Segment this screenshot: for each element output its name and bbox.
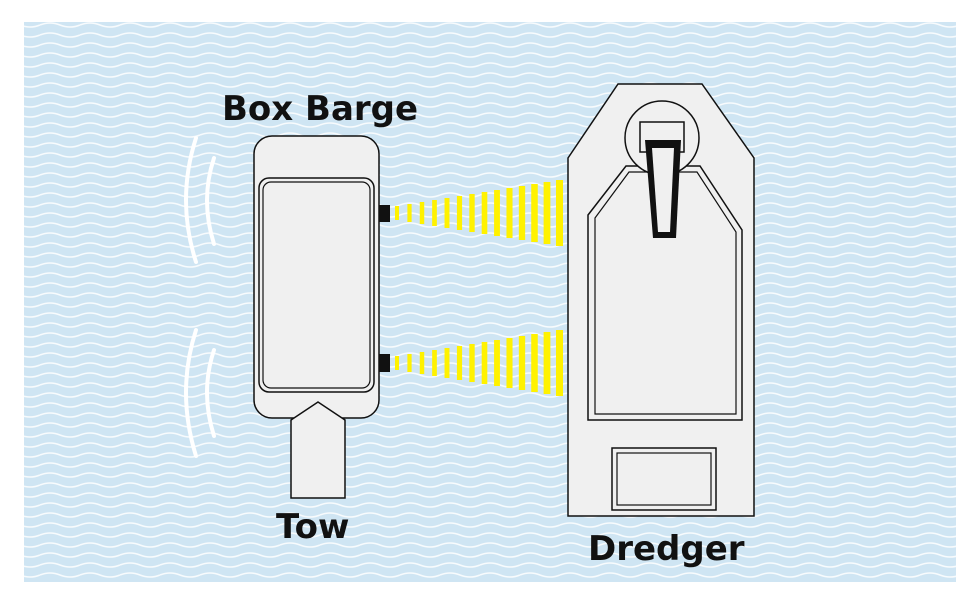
box-barge	[253, 135, 380, 421]
beam-dash	[543, 182, 551, 244]
beam-dash	[419, 352, 425, 374]
beam-dash	[407, 354, 412, 372]
beam-dash	[481, 342, 488, 384]
dredger	[567, 83, 755, 517]
beam-dash	[518, 186, 526, 240]
sensor-icon	[379, 205, 390, 222]
beam-dash	[556, 330, 563, 396]
beam-dash	[531, 184, 538, 242]
beam-dash	[506, 188, 513, 238]
sensor-icon	[379, 354, 390, 372]
beam-dash	[494, 190, 500, 236]
beam-dash	[481, 192, 488, 234]
beam-dash	[456, 196, 463, 230]
beam-dash	[456, 346, 463, 380]
beam-dash	[543, 332, 551, 394]
beam-dash	[556, 180, 563, 246]
box-barge-label: Box Barge	[222, 89, 419, 129]
tow-label: Tow	[276, 507, 350, 547]
beam-dash	[395, 206, 399, 220]
beam-dash	[444, 198, 450, 228]
beam-dash	[419, 202, 425, 224]
beam-dash	[518, 336, 526, 390]
beam-dash	[494, 340, 500, 386]
beam-dash	[395, 356, 399, 370]
beam-dash	[469, 344, 475, 382]
sensor-beam-icon	[395, 180, 563, 246]
beam-dash	[506, 338, 513, 388]
beam-dash	[432, 200, 437, 226]
motion-lines-icon	[184, 136, 216, 458]
water-waves	[24, 22, 956, 582]
sensor-beam-icon	[395, 330, 563, 396]
beam-dash	[444, 348, 450, 378]
beam-dash	[432, 350, 437, 376]
beam-dash	[469, 194, 475, 232]
beam-dash	[407, 204, 412, 222]
beam-dash	[531, 334, 538, 392]
dredger-label: Dredger	[588, 529, 745, 569]
